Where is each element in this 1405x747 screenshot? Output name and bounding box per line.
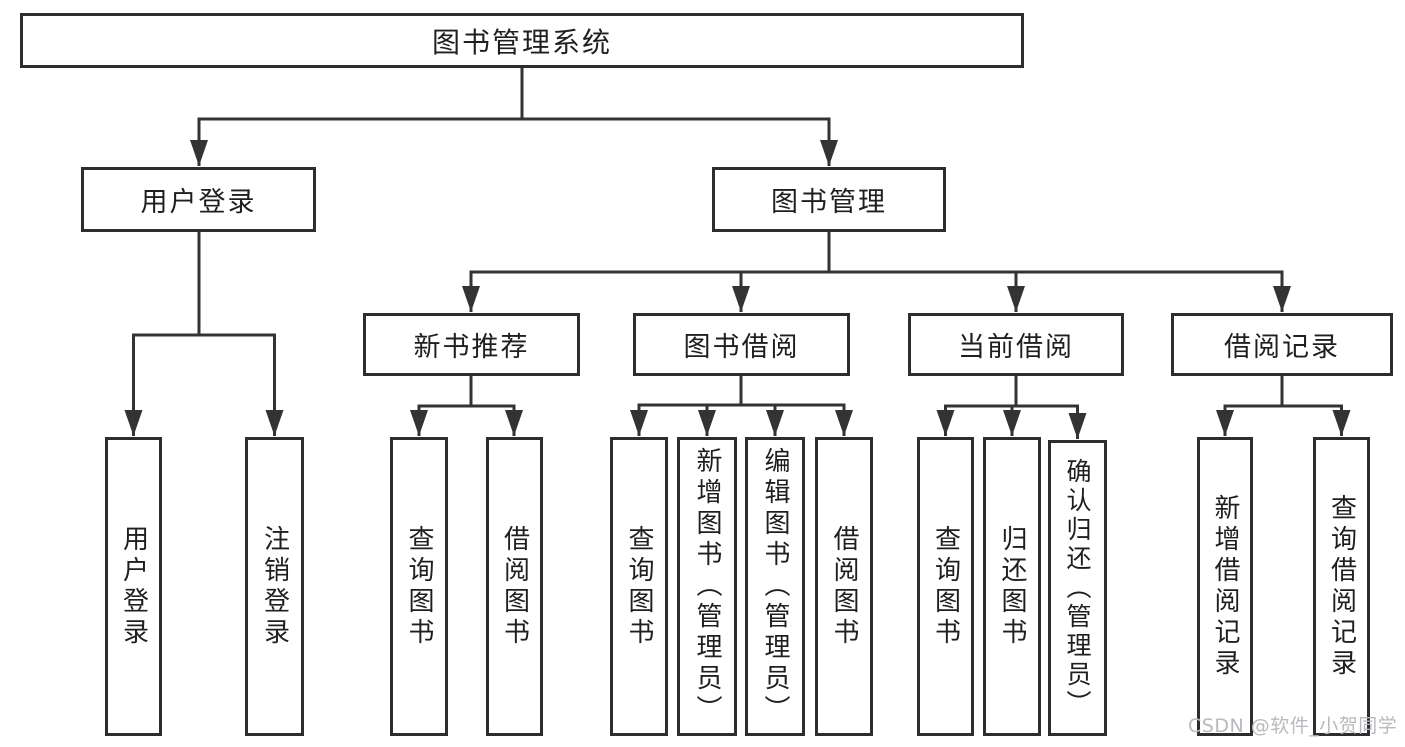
node-label: 注销登录 xyxy=(259,524,290,649)
node-root-library-system: 图书管理系统 xyxy=(20,13,1024,68)
node-label: 新增图书（管理员） xyxy=(692,447,722,726)
node-label: 新书推荐 xyxy=(413,332,530,363)
node-label: 查询图书 xyxy=(404,524,434,649)
node-label: 查询图书 xyxy=(624,524,654,649)
node-label: 确认归还（管理员） xyxy=(1063,457,1092,719)
node-borrow-records: 借阅记录 xyxy=(1171,313,1393,376)
node-user-login: 用户登录 xyxy=(81,167,316,232)
leaf-bb-query-books: 查询图书 xyxy=(610,437,668,736)
node-label: 借阅图书 xyxy=(499,524,530,649)
node-label: 新增借阅记录 xyxy=(1210,493,1240,680)
node-new-book-recommend: 新书推荐 xyxy=(363,313,580,376)
node-book-borrow: 图书借阅 xyxy=(633,313,850,376)
node-label: 借阅图书 xyxy=(829,524,859,649)
leaf-br-query-record: 查询借阅记录 xyxy=(1313,437,1370,736)
leaf-bb-edit-books-admin: 编辑图书（管理员） xyxy=(745,437,805,736)
leaf-bb-borrow-books: 借阅图书 xyxy=(815,437,873,736)
leaf-nb-borrow-books: 借阅图书 xyxy=(486,437,543,736)
node-book-management: 图书管理 xyxy=(712,167,946,232)
leaf-cb-query-books: 查询图书 xyxy=(917,437,974,736)
leaf-cb-confirm-return-admin: 确认归还（管理员） xyxy=(1048,440,1107,736)
node-label: 编辑图书（管理员） xyxy=(760,447,790,726)
node-label: 借阅记录 xyxy=(1224,332,1340,363)
node-label: 查询借阅记录 xyxy=(1326,493,1357,680)
leaf-br-add-record: 新增借阅记录 xyxy=(1197,437,1253,736)
leaf-user-login: 用户登录 xyxy=(105,437,162,736)
csdn-watermark: CSDN @软件_小贺同学 xyxy=(1188,715,1398,737)
node-label: 图书借阅 xyxy=(683,332,800,363)
leaf-nb-query-books: 查询图书 xyxy=(390,437,448,736)
node-label: 图书管理系统 xyxy=(431,25,612,59)
node-label: 用户登录 xyxy=(118,524,149,649)
node-label: 归还图书 xyxy=(997,524,1027,649)
leaf-cb-return-books: 归还图书 xyxy=(983,437,1041,736)
leaf-bb-add-books-admin: 新增图书（管理员） xyxy=(677,437,737,736)
node-label: 图书管理 xyxy=(771,187,887,218)
node-label: 用户登录 xyxy=(140,187,257,218)
leaf-logout: 注销登录 xyxy=(245,437,304,736)
node-label: 查询图书 xyxy=(930,524,961,649)
node-label: 当前借阅 xyxy=(958,332,1074,363)
node-current-borrow: 当前借阅 xyxy=(908,313,1124,376)
